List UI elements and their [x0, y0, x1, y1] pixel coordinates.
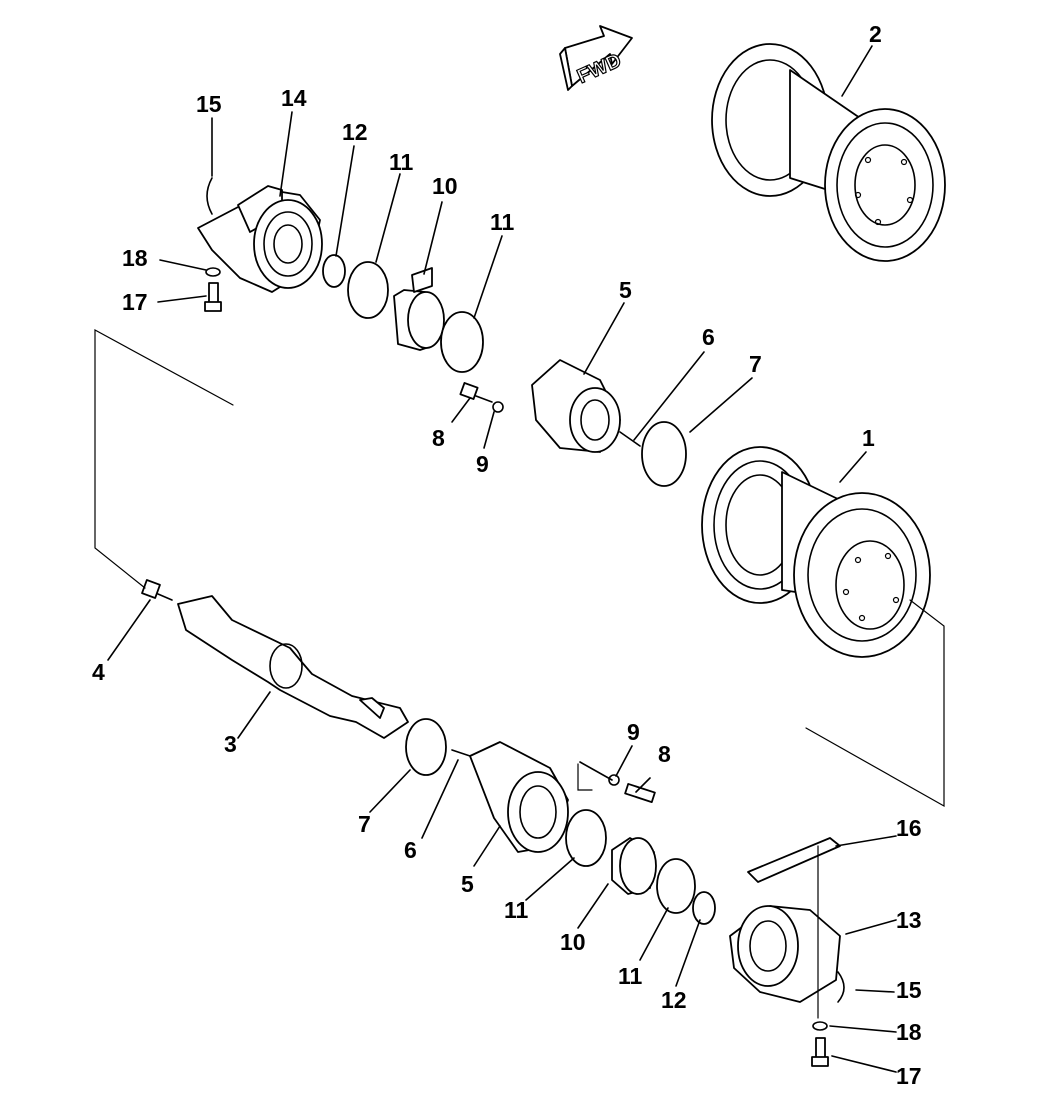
roller-upper — [711, 43, 946, 262]
callout-4: 4 — [92, 659, 105, 685]
callout-1: 1 — [862, 425, 875, 451]
seal-group-lower — [405, 718, 716, 925]
callout-numbers: 1 2 3 4 5 5 6 6 7 7 8 8 9 9 10 10 11 11 … — [92, 21, 922, 1089]
callout-7-bottom: 7 — [358, 811, 371, 837]
callout-18-bottom: 18 — [896, 1019, 922, 1045]
callout-13: 13 — [896, 907, 922, 933]
callout-9-bottom: 9 — [627, 719, 640, 745]
callout-17-bottom: 17 — [896, 1063, 922, 1089]
callout-5-bottom: 5 — [461, 871, 474, 897]
callout-10-bottom: 10 — [560, 929, 586, 955]
shaft — [141, 579, 409, 739]
callout-11-top-a: 11 — [389, 149, 414, 175]
callout-8-top: 8 — [432, 425, 445, 451]
callout-11-bottom-a: 11 — [504, 897, 529, 923]
callout-17-top: 17 — [122, 289, 148, 315]
callout-18-top: 18 — [122, 245, 148, 271]
fwd-arrow: FWD — [559, 25, 633, 91]
callout-6-bottom: 6 — [404, 837, 417, 863]
callout-14: 14 — [281, 85, 307, 111]
callout-7-top: 7 — [749, 351, 762, 377]
callout-2: 2 — [869, 21, 882, 47]
roller-lower — [701, 446, 931, 658]
callout-6-top: 6 — [702, 324, 715, 350]
bracket-lower — [729, 837, 845, 1067]
assembly-lines — [94, 328, 945, 1019]
callout-5-top: 5 — [619, 277, 632, 303]
collar-upper — [459, 359, 687, 487]
callout-8-bottom: 8 — [658, 741, 671, 767]
callout-15-top: 15 — [196, 91, 222, 117]
callout-11-top-b: 11 — [490, 209, 515, 235]
callout-15-bottom: 15 — [896, 977, 922, 1003]
bolt-upper — [204, 267, 222, 312]
seal-group-upper — [322, 254, 484, 373]
bracket-upper — [197, 177, 323, 293]
callout-9-top: 9 — [476, 451, 489, 477]
callout-12-top: 12 — [342, 119, 368, 145]
callout-12-bottom: 12 — [661, 987, 687, 1013]
callout-3: 3 — [224, 731, 237, 757]
callout-11-bottom-b: 11 — [618, 963, 643, 989]
callout-16: 16 — [896, 815, 922, 841]
callout-10-top: 10 — [432, 173, 458, 199]
leader-lines — [107, 45, 897, 1073]
